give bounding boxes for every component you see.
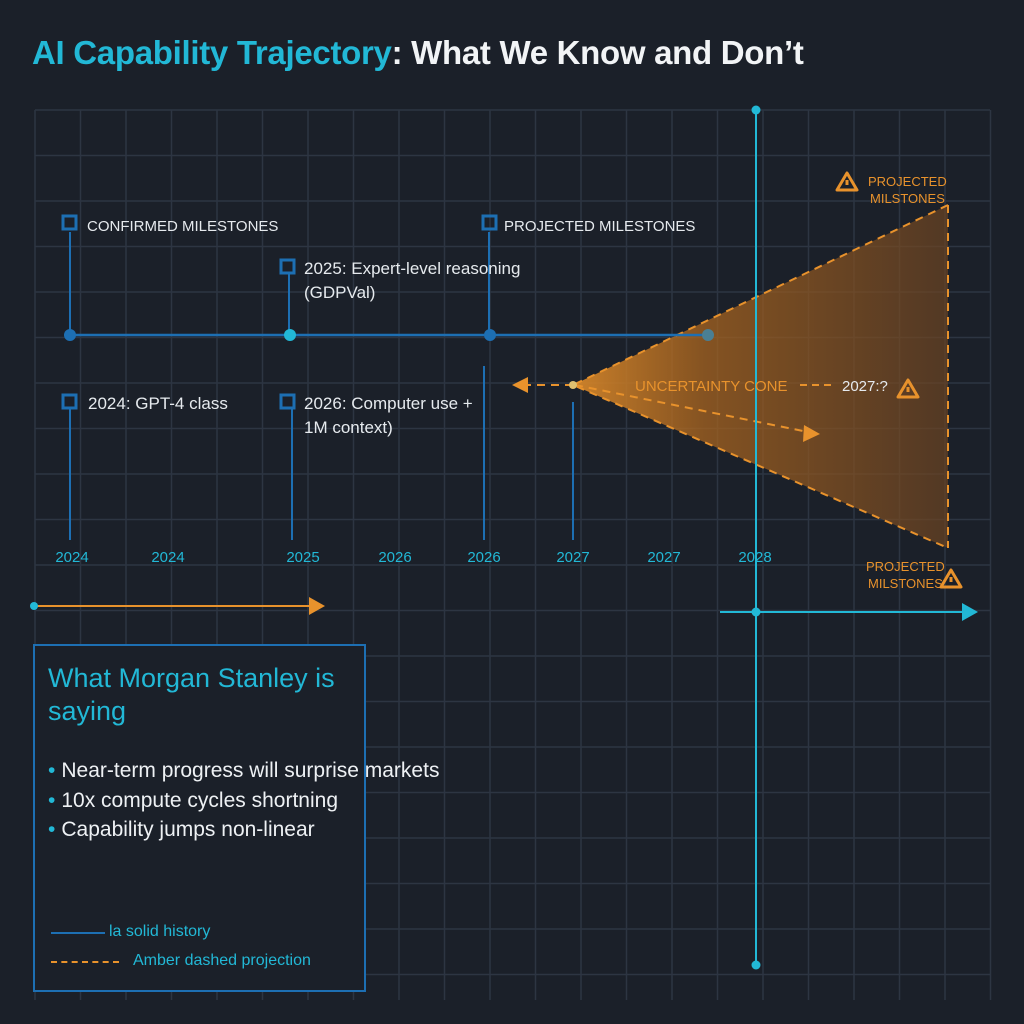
uncertainty-cone-label: UNCERTAINTY CONE <box>635 378 788 395</box>
bullet-text: Near-term progress will surprise markets <box>61 759 440 782</box>
projection-arrow-line <box>574 384 809 433</box>
projection-arrow-head <box>803 425 820 442</box>
legend-dashed-label: Amber dashed projection <box>133 952 311 969</box>
legend-dashed-row: Amber dashed projection <box>51 952 361 972</box>
warning-triangle-icon <box>939 568 963 589</box>
bullet-icon: • <box>48 759 56 782</box>
background-grid <box>34 109 992 1000</box>
milestone-stems <box>69 232 574 540</box>
milestone-2025-line1: 2025: Expert-level reasoning <box>304 259 520 278</box>
milestone-markers <box>61 214 498 410</box>
bullet-text: 10x compute cycles shortning <box>61 788 338 812</box>
bullet-text: Capability jumps non-linear <box>61 818 315 841</box>
projection-markers <box>835 171 963 589</box>
question-year-label: 2027:? <box>842 378 888 395</box>
projection-text: UNCERTAINTY CONE 2027:? PROJECTED MILSTO… <box>635 174 947 591</box>
now-bottom-dot <box>751 960 761 970</box>
square-marker-icon <box>279 393 296 410</box>
history-node-1 <box>64 329 76 341</box>
square-marker-icon <box>61 214 78 231</box>
year-label: 2027 <box>647 549 680 566</box>
horizontal-arrows <box>30 597 978 621</box>
history-timeline <box>64 329 714 341</box>
uncertainty-cone-edges <box>570 204 949 549</box>
legend-dashed-line <box>51 961 119 963</box>
year-label: 2026 <box>378 549 411 566</box>
year-label: 2024 <box>151 549 184 566</box>
warning-triangle-icon <box>835 171 859 192</box>
milestone-2024: 2024: GPT-4 class <box>88 394 228 413</box>
list-item: •Near-term progress will surprise market… <box>48 756 439 786</box>
legend-solid-row: la solid history <box>51 923 361 943</box>
projected-bottom-label-line2: MILSTONES <box>868 576 943 591</box>
bullet-icon: • <box>48 818 56 841</box>
now-marker <box>751 105 761 970</box>
amber-arrow-start-dot <box>30 602 38 610</box>
legend-solid-line <box>51 932 105 934</box>
milestone-2026-line1: 2026: Computer use + <box>304 394 473 413</box>
square-marker-icon <box>61 393 78 410</box>
square-marker-icon <box>481 214 498 231</box>
history-node-4 <box>702 329 714 341</box>
backward-arrow-head <box>512 377 528 393</box>
cone-origin-dot <box>569 381 577 389</box>
year-label: 2028 <box>738 549 771 566</box>
now-top-dot <box>751 105 761 115</box>
panel-bullet-list: •Near-term progress will surprise market… <box>48 756 439 845</box>
panel-heading: What Morgan Stanley is saying <box>48 663 335 726</box>
title-rest: : What We Know and Don’t <box>391 34 804 71</box>
cyan-arrow-head <box>962 603 978 621</box>
legend-solid-label: la solid history <box>109 923 211 940</box>
uncertainty-cone <box>512 204 949 549</box>
year-label: 2024 <box>55 549 88 566</box>
year-axis-labels: 2024 2024 2025 2026 2026 2027 2027 2028 <box>55 549 771 566</box>
title-accent: AI Capability Trajectory <box>32 34 392 71</box>
projected-bottom-label-line1: PROJECTED <box>866 559 945 574</box>
history-node-2 <box>284 329 296 341</box>
projected-top-label-line2: MILSTONES <box>870 191 945 206</box>
milestone-2025-line2: (GDPVal) <box>304 283 375 302</box>
morgan-stanley-panel: What Morgan Stanley is saying •Near-term… <box>33 644 439 992</box>
history-node-3 <box>484 329 496 341</box>
list-item: •Capability jumps non-linear <box>48 815 439 845</box>
projected-milestones-header: PROJECTED MILESTONES <box>504 218 695 235</box>
page-title: AI Capability Trajectory: What We Know a… <box>32 34 804 72</box>
square-marker-icon <box>279 258 296 275</box>
year-label: 2025 <box>286 549 319 566</box>
milestone-text: CONFIRMED MILESTONES PROJECTED MILESTONE… <box>87 218 695 437</box>
uncertainty-cone-fill <box>573 205 948 548</box>
confirmed-milestones-header: CONFIRMED MILESTONES <box>87 218 278 235</box>
milestone-2026-line2: 1M context) <box>304 418 393 437</box>
projected-top-label-line1: PROJECTED <box>868 174 947 189</box>
bullet-icon: • <box>48 788 56 812</box>
list-item: •10x compute cycles shortning <box>48 786 439 816</box>
year-label: 2027 <box>556 549 589 566</box>
warning-triangle-icon <box>896 378 920 399</box>
amber-arrow-head <box>309 597 325 615</box>
year-label: 2026 <box>467 549 500 566</box>
